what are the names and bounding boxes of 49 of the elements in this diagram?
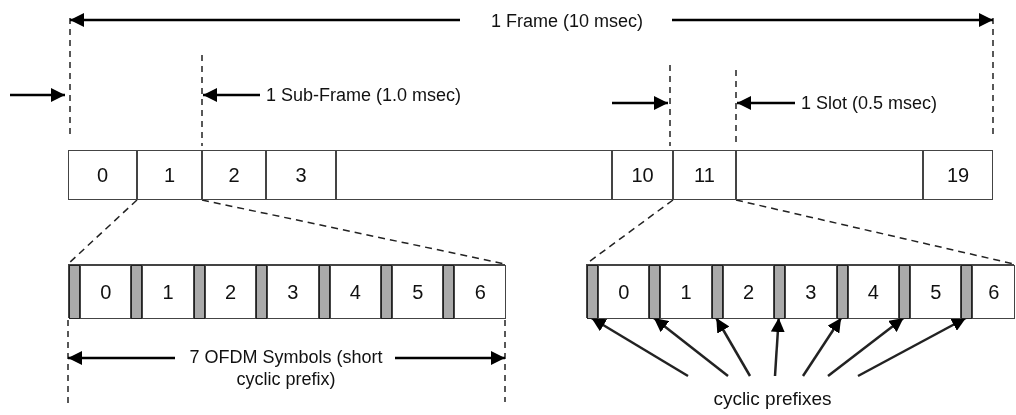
arrow	[857, 316, 967, 378]
slot-cell: 1	[137, 150, 202, 200]
symbol-cell: 5	[910, 265, 962, 319]
symbol-cell: 1	[142, 265, 194, 319]
cyclic-prefix-bar	[256, 265, 268, 319]
cyclic-prefix-bar	[443, 265, 455, 319]
cyclic-prefix-bar	[381, 265, 392, 319]
symbol-cell: 4	[329, 265, 381, 319]
symbol-cell: 3	[267, 265, 319, 319]
symbol-cell: 2	[722, 265, 775, 319]
arrow	[801, 317, 843, 377]
zoom-line	[67, 199, 138, 265]
slot-cell: 11	[673, 150, 736, 200]
symbol-cell: 2	[204, 265, 257, 319]
slot-cell: 3	[266, 150, 336, 200]
slot-cell: 0	[68, 150, 137, 200]
arrow	[827, 317, 905, 377]
cyclic-prefix-bar	[587, 265, 598, 319]
arrow	[590, 316, 689, 378]
symbol-cell: 4	[847, 265, 899, 319]
arrow	[770, 317, 785, 377]
slot-expansion-box	[586, 264, 1014, 318]
symbol-cell: 3	[785, 265, 837, 319]
zoom-line	[735, 199, 1015, 265]
cyclic-prefix-bar	[836, 265, 848, 319]
slot-cell: 19	[923, 150, 993, 200]
symbol-cell: 5	[392, 265, 444, 319]
caption-text: cyclic prefixes	[713, 388, 832, 410]
cyclic-prefix-bar	[193, 265, 205, 319]
arrow	[653, 317, 729, 377]
cyclic-prefix-bar	[318, 265, 330, 319]
cyclic-prefix-bar	[961, 265, 973, 319]
arrow	[715, 317, 752, 377]
cyclic-prefix-bar	[649, 265, 661, 319]
cyclic-prefix-bar	[774, 265, 786, 319]
slot-expansion-box	[68, 264, 505, 318]
cyclic-prefix-bar	[711, 265, 723, 319]
slot-cell: 10	[612, 150, 673, 200]
cyclic-prefix-bar	[131, 265, 143, 319]
ellipsis-cell	[736, 150, 923, 200]
ellipsis-cell	[336, 150, 612, 200]
symbol-cell: 1	[660, 265, 712, 319]
symbol-cell: 6	[972, 265, 1015, 319]
cyclic-prefix-bar	[899, 265, 910, 319]
symbol-cell: 6	[454, 265, 506, 319]
slot-cell: 2	[202, 150, 266, 200]
symbol-cell: 0	[80, 265, 132, 319]
symbol-cell: 0	[598, 265, 650, 319]
cyclic-prefix-bar	[69, 265, 80, 319]
